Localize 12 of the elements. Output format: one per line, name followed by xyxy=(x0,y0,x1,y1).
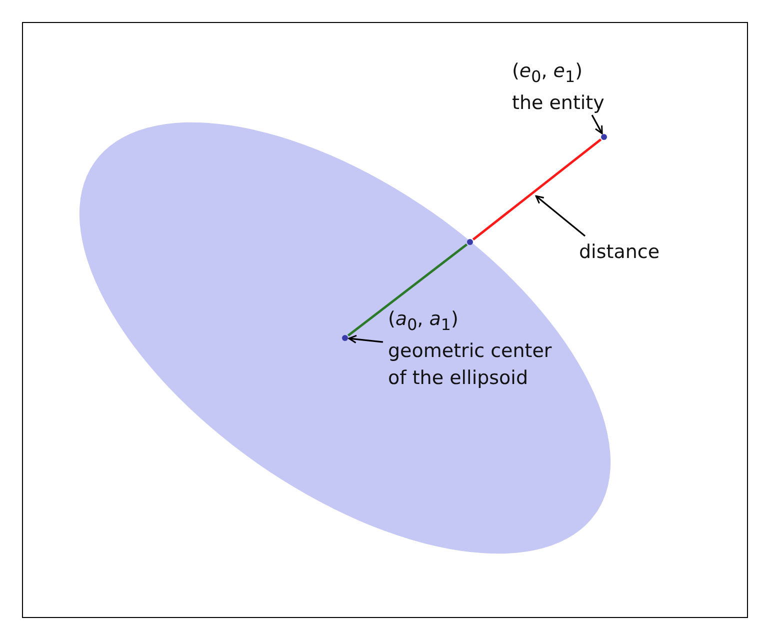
coordinate-label: (a$_{0}$, a$_{1}$) xyxy=(388,307,460,336)
line-segment xyxy=(472,138,602,240)
line-segment xyxy=(347,243,468,337)
data-point xyxy=(467,239,473,245)
arrow xyxy=(348,334,384,344)
arrow xyxy=(535,195,586,237)
coordinate-label: (e$_{0}$, e$_{1}$) xyxy=(512,59,584,88)
data-point xyxy=(601,134,607,140)
arrow xyxy=(591,114,603,134)
annotation-text: distance xyxy=(579,240,661,265)
annotation-text: the entity xyxy=(512,90,606,116)
annotation-text: geometric center of the ellipsoid xyxy=(388,338,553,391)
